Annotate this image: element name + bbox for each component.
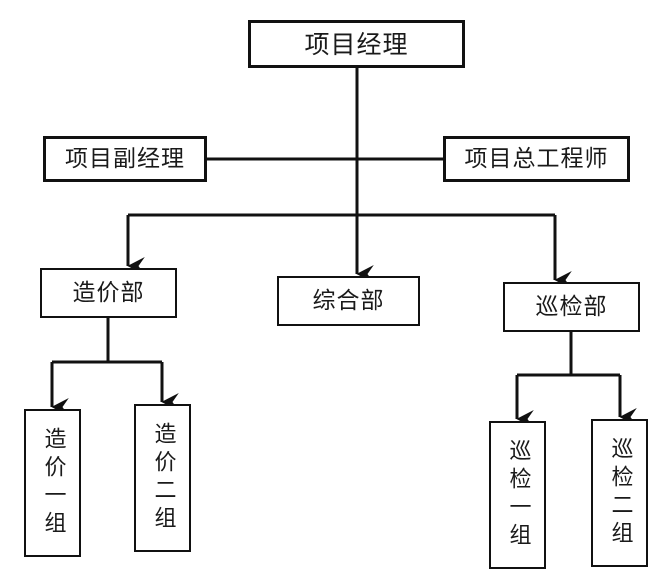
- node-cost-group-2[interactable]: 造价二组: [134, 404, 191, 552]
- node-label-chief-engineer: 项目总工程师: [464, 145, 609, 172]
- node-inspection-group-2[interactable]: 巡检二组: [591, 419, 648, 567]
- node-chief-engineer[interactable]: 项目总工程师: [443, 136, 630, 182]
- node-label-cost-group-1: 造价一组: [40, 427, 66, 539]
- node-cost-department[interactable]: 造价部: [40, 268, 177, 318]
- node-label-project-manager: 项目经理: [304, 29, 409, 59]
- connector-group: [50, 68, 637, 428]
- node-label-inspection-department: 巡检部: [535, 293, 608, 320]
- node-label-deputy-project-manager: 项目副经理: [65, 145, 185, 172]
- node-label-inspection-group-2: 巡检二组: [607, 437, 633, 549]
- node-label-inspection-group-1: 巡检一组: [505, 439, 531, 551]
- node-project-manager[interactable]: 项目经理: [248, 20, 465, 68]
- node-deputy-project-manager[interactable]: 项目副经理: [43, 136, 207, 182]
- node-inspection-group-1[interactable]: 巡检一组: [489, 421, 546, 569]
- node-inspection-department[interactable]: 巡检部: [503, 282, 640, 332]
- node-label-cost-group-2: 造价二组: [150, 422, 176, 534]
- node-general-department[interactable]: 综合部: [277, 276, 420, 326]
- node-cost-group-1[interactable]: 造价一组: [24, 409, 81, 557]
- node-label-general-department: 综合部: [312, 287, 385, 314]
- node-label-cost-department: 造价部: [72, 279, 145, 306]
